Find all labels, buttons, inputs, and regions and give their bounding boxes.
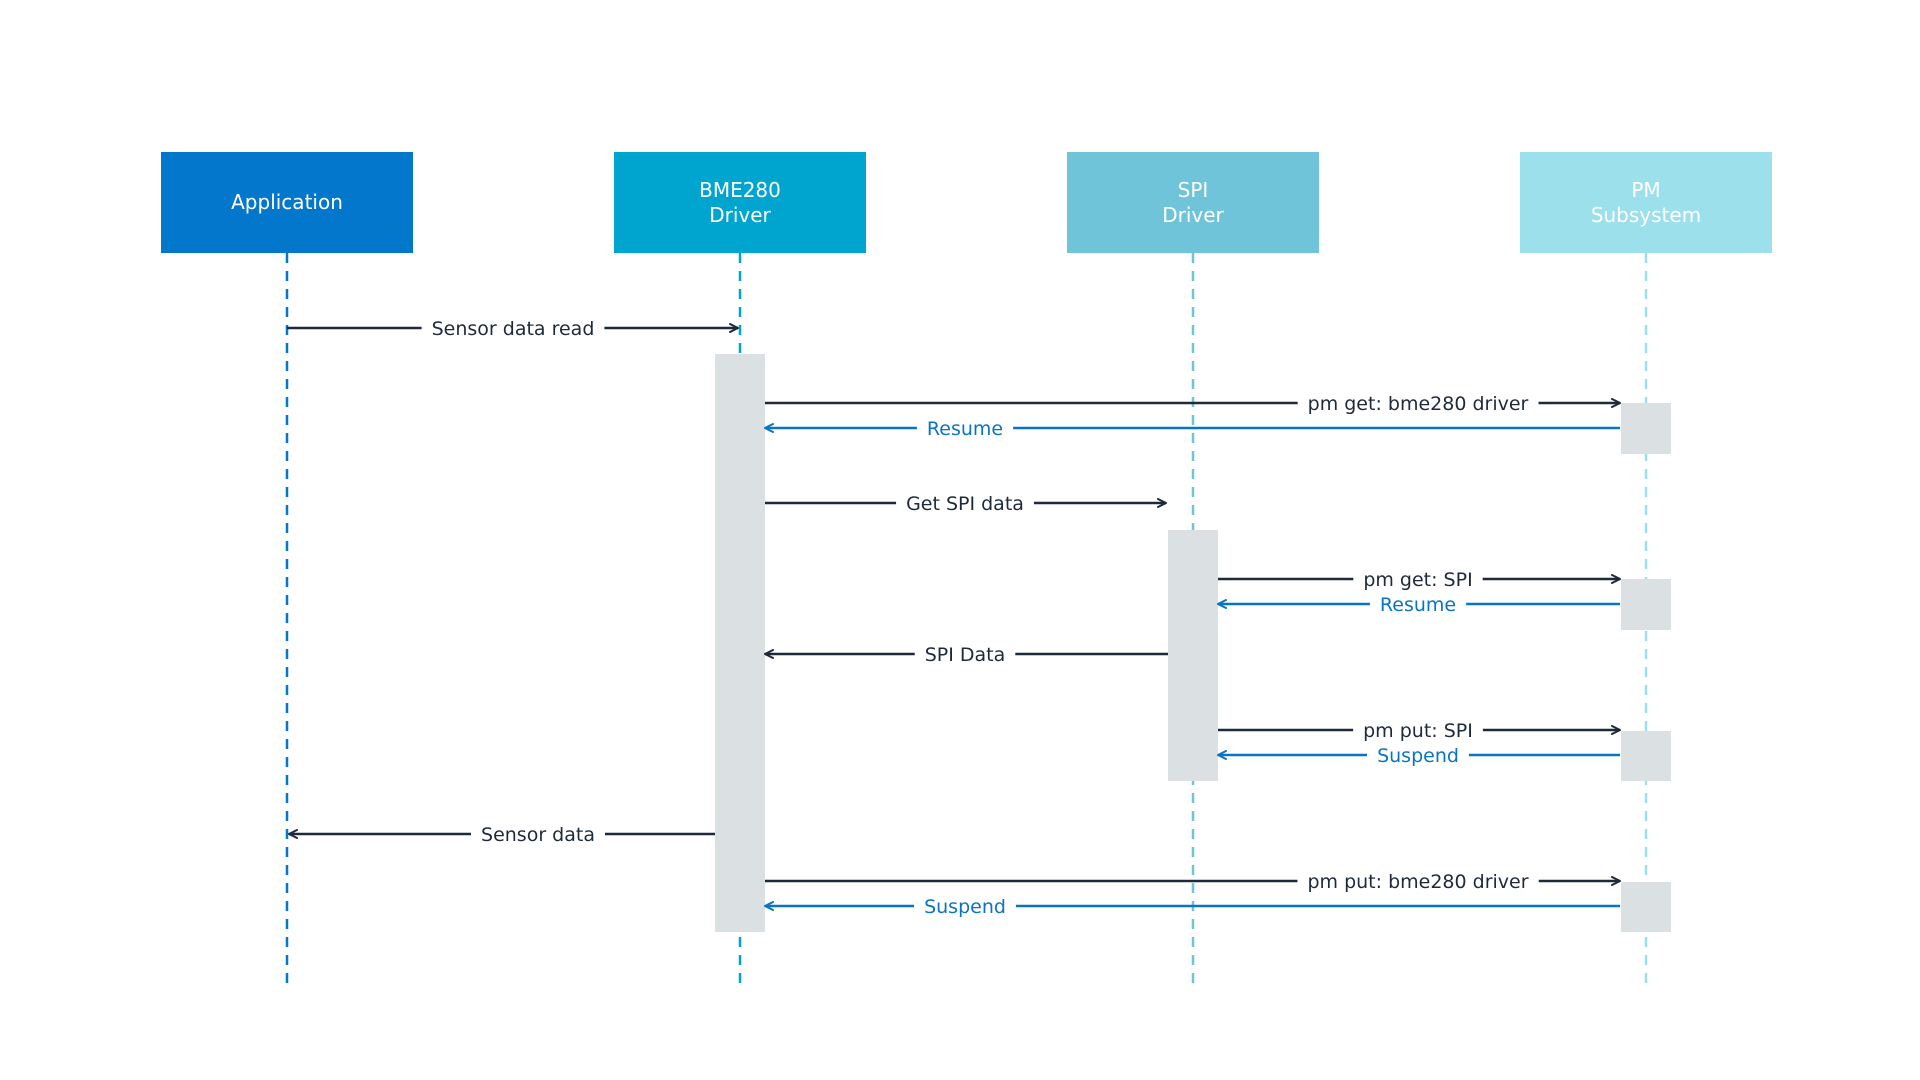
message-6-label: Resume xyxy=(1380,594,1456,616)
message-1-label: Sensor data read xyxy=(432,318,595,340)
message-9-label: Suspend xyxy=(1377,745,1459,767)
message-10-label: Sensor data xyxy=(481,824,595,846)
message-1: Sensor data read xyxy=(287,318,739,340)
message-4-label: Get SPI data xyxy=(906,493,1024,515)
message-7-label-gap xyxy=(914,650,1016,658)
message-9: Suspend xyxy=(1217,745,1620,767)
participant-pm-subsystem: PM Subsystem xyxy=(1520,152,1772,253)
participant-spi-driver-label-line1: SPI xyxy=(1177,177,1209,202)
message-11-label: pm put: bme280 driver xyxy=(1307,871,1528,893)
message-10-label-gap xyxy=(471,830,605,838)
message-9-label-gap xyxy=(1367,751,1469,759)
message-8-label-gap xyxy=(1353,726,1483,734)
message-3-label: Resume xyxy=(927,418,1003,440)
message-5-label-gap xyxy=(1353,575,1483,583)
message-12-label: Suspend xyxy=(924,896,1006,918)
message-2-label: pm get: bme280 driver xyxy=(1308,393,1529,415)
activation-bme280-driver xyxy=(715,354,765,932)
message-1-label-gap xyxy=(421,324,605,332)
activation-pm-4 xyxy=(1621,882,1671,932)
activation-pm-1 xyxy=(1621,403,1671,454)
message-2: pm get: bme280 driver xyxy=(765,393,1621,415)
message-3-label-gap xyxy=(916,424,1014,432)
message-3: Resume xyxy=(764,418,1620,440)
message-11: pm put: bme280 driver xyxy=(765,871,1621,893)
participant-application: Application xyxy=(161,152,413,253)
participant-spi-driver: SPI Driver xyxy=(1067,152,1319,253)
participant-application-label: Application xyxy=(231,190,343,214)
message-7-label: SPI Data xyxy=(925,644,1006,666)
activation-spi-driver xyxy=(1168,530,1218,781)
message-5: pm get: SPI xyxy=(1218,569,1621,591)
message-4-label-gap xyxy=(896,499,1034,507)
message-5-label: pm get: SPI xyxy=(1363,569,1472,591)
participant-pm-subsystem-label-line2: Subsystem xyxy=(1590,202,1702,227)
activation-pm-2 xyxy=(1621,579,1671,630)
participant-pm-subsystem-label-line1: PM xyxy=(1631,177,1661,202)
participant-bme280-driver: BME280 Driver xyxy=(614,152,866,253)
participant-spi-driver-label-line2: Driver xyxy=(1162,202,1224,227)
message-12-label-gap xyxy=(914,902,1016,910)
message-8: pm put: SPI xyxy=(1218,720,1621,742)
message-7: SPI Data xyxy=(764,644,1168,666)
message-11-label-gap xyxy=(1297,877,1539,885)
message-6-label-gap xyxy=(1369,600,1467,608)
message-2-label-gap xyxy=(1297,399,1539,407)
message-12: Suspend xyxy=(764,896,1620,918)
message-8-label: pm put: SPI xyxy=(1363,720,1473,742)
message-10: Sensor data xyxy=(288,824,715,846)
activation-pm-3 xyxy=(1621,731,1671,781)
participant-bme280-driver-label-line2: Driver xyxy=(709,202,771,227)
message-6: Resume xyxy=(1217,594,1620,616)
participant-bme280-driver-label-line1: BME280 xyxy=(699,177,781,202)
message-4: Get SPI data xyxy=(765,493,1167,515)
